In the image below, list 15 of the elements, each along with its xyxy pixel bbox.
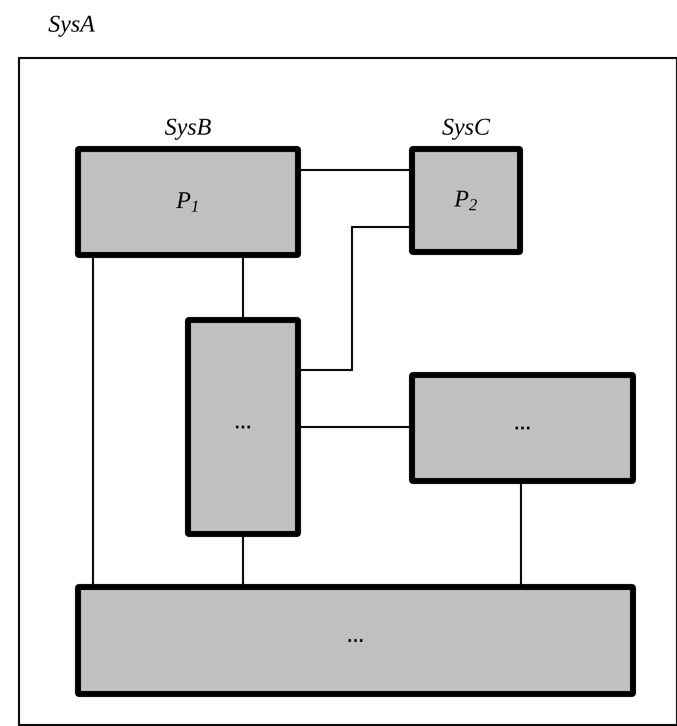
component-box: P$_{1}$ — [75, 146, 301, 258]
connector-line — [301, 169, 409, 171]
connector-line — [301, 426, 409, 428]
connector-line — [242, 537, 244, 584]
connector-line — [301, 226, 409, 371]
frame-title: SysA — [48, 16, 95, 37]
box-title: SysC — [442, 118, 490, 140]
component-box: … — [75, 584, 636, 697]
component-box: P$_{2}$ — [409, 146, 523, 255]
component-box: … — [409, 372, 636, 484]
connector-line — [520, 484, 522, 584]
connector-line — [242, 258, 244, 317]
box-title: SysB — [164, 118, 211, 140]
component-box: … — [185, 317, 301, 537]
connector-line — [92, 258, 94, 584]
